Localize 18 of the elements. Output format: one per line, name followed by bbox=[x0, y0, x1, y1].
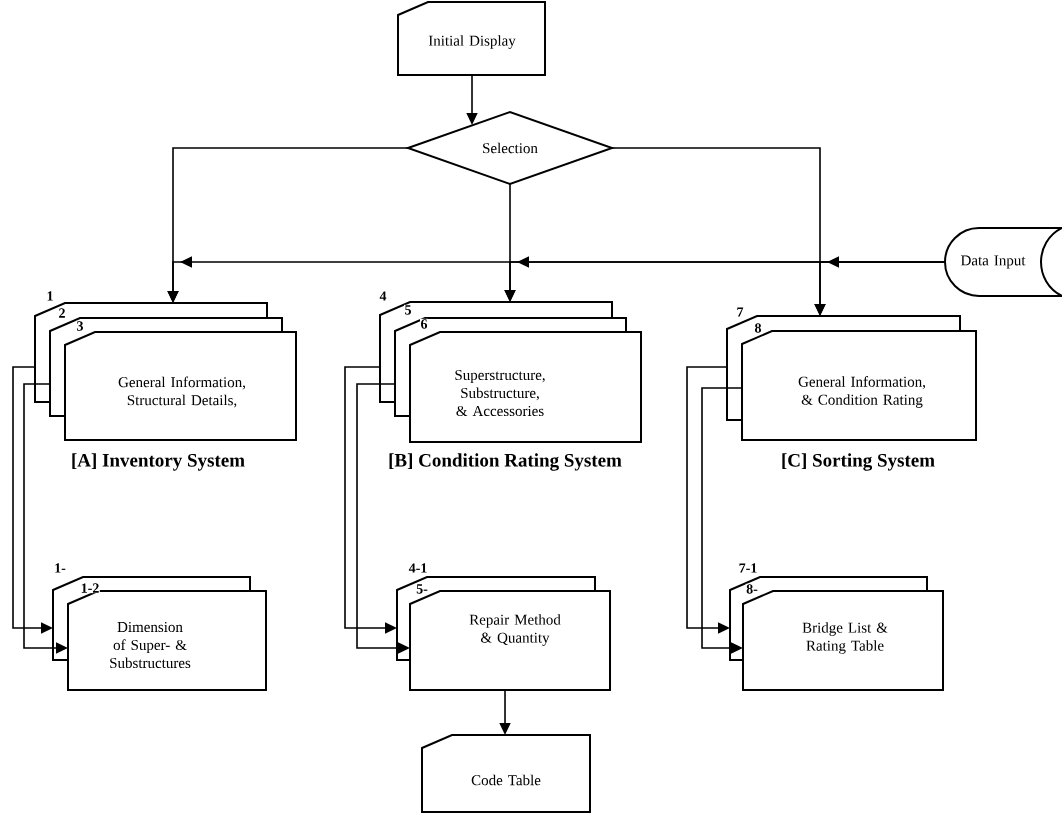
arrow bbox=[701, 387, 743, 654]
card-number: 7-1 bbox=[738, 562, 758, 574]
card-number: 1- bbox=[53, 562, 67, 574]
document-card: Initial Display bbox=[397, 1, 546, 76]
card-number: 1-2 bbox=[80, 582, 100, 594]
system-title: [A] Inventory System bbox=[72, 453, 245, 471]
card-number: 5- bbox=[415, 583, 429, 595]
card-number: 8 bbox=[754, 322, 762, 334]
card-number: 1 bbox=[46, 290, 54, 302]
card-number: 2 bbox=[58, 307, 66, 319]
card-number: 8- bbox=[745, 583, 759, 595]
card-number: 4-1 bbox=[408, 562, 428, 574]
card-number: 7 bbox=[736, 306, 744, 318]
system-title: [C] Sorting System bbox=[782, 453, 935, 471]
system-title: [B] Condition Rating System bbox=[389, 453, 622, 471]
card-number: 5 bbox=[404, 304, 412, 316]
document-card: Code Table bbox=[421, 734, 591, 813]
card-number: 4 bbox=[379, 290, 387, 302]
